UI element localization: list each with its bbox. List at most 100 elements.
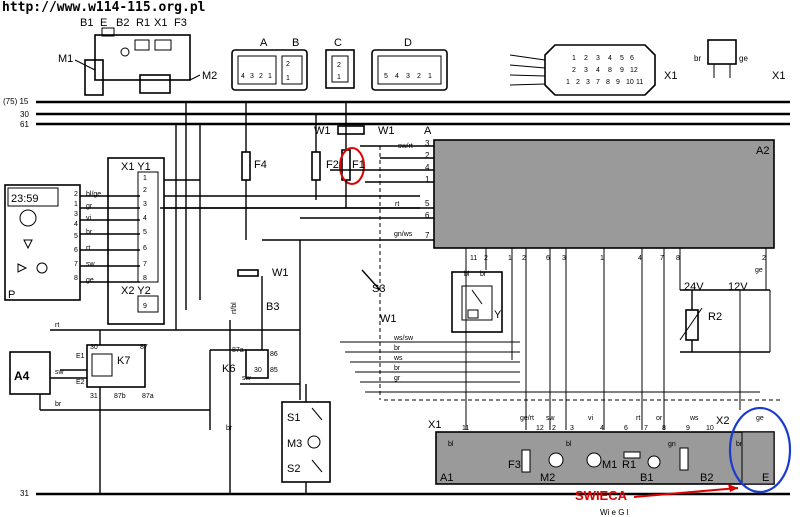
- svg-text:br: br: [55, 401, 62, 408]
- svg-text:sw: sw: [242, 375, 252, 382]
- svg-text:2: 2: [584, 55, 588, 62]
- label-w1-top: W1: [314, 125, 331, 137]
- svg-text:7: 7: [425, 231, 430, 240]
- svg-text:5: 5: [143, 229, 147, 236]
- svg-text:1: 1: [337, 74, 341, 81]
- svg-text:6: 6: [546, 255, 550, 262]
- svg-text:gr: gr: [394, 375, 401, 382]
- svg-text:6: 6: [425, 211, 430, 220]
- switch-s3: S3: [361, 269, 385, 295]
- svg-text:4: 4: [425, 163, 430, 172]
- svg-text:A2: A2: [756, 145, 769, 157]
- svg-text:br: br: [736, 441, 743, 448]
- svg-text:7: 7: [660, 255, 664, 262]
- label-w1-top2: W1: [378, 125, 395, 137]
- svg-text:gr: gr: [86, 203, 93, 210]
- highlight-circle-blue: [728, 406, 792, 494]
- clock-display: 23:59: [11, 193, 39, 205]
- svg-text:sw: sw: [86, 261, 96, 268]
- svg-text:3: 3: [143, 201, 147, 208]
- svg-text:4: 4: [395, 73, 399, 80]
- connector-x1-small: br ge X1: [694, 39, 785, 82]
- svg-text:10: 10: [626, 79, 634, 86]
- bus-label-31: 31: [20, 489, 29, 498]
- svg-text:1: 1: [143, 175, 147, 182]
- svg-text:4: 4: [143, 215, 147, 222]
- svg-text:6: 6: [74, 247, 78, 254]
- svg-text:E1: E1: [76, 353, 85, 360]
- svg-text:1: 1: [425, 175, 430, 184]
- relay-k7: K7 E1 E2 30 87 31 87b 87a: [76, 344, 154, 400]
- svg-text:7: 7: [74, 261, 78, 268]
- svg-text:8: 8: [143, 275, 147, 282]
- bus-label-61: 61: [20, 120, 29, 129]
- svg-text:2: 2: [572, 67, 576, 74]
- label-m2: M2: [202, 70, 217, 82]
- svg-text:2: 2: [425, 151, 430, 160]
- svg-text:R2: R2: [708, 311, 722, 323]
- svg-text:86: 86: [270, 351, 278, 358]
- svg-text:3: 3: [570, 425, 574, 432]
- svg-text:1: 1: [508, 255, 512, 262]
- svg-text:S2: S2: [287, 463, 300, 475]
- svg-text:2: 2: [522, 255, 526, 262]
- svg-text:3: 3: [586, 79, 590, 86]
- svg-text:gn: gn: [668, 441, 676, 448]
- module-a2: A2 3 2 4 1 5 6 7 sw/rt rt gn/ws 11 2 1 2…: [394, 139, 775, 278]
- svg-text:or: or: [656, 415, 663, 422]
- component-b3-k6: W1 B3 rt/bl K6 87a 86 30 85: [222, 267, 289, 379]
- svg-text:12: 12: [630, 67, 638, 74]
- footer-text: Wi e G l: [600, 508, 629, 517]
- svg-text:4: 4: [596, 67, 600, 74]
- svg-text:K6: K6: [222, 363, 235, 375]
- svg-text:P: P: [8, 289, 15, 301]
- svg-text:3: 3: [562, 255, 566, 262]
- svg-text:4: 4: [638, 255, 642, 262]
- svg-text:5: 5: [74, 233, 78, 240]
- svg-text:5: 5: [425, 199, 430, 208]
- svg-text:3: 3: [250, 73, 254, 80]
- svg-text:2: 2: [143, 187, 147, 194]
- label-b: B: [292, 37, 299, 49]
- svg-text:1: 1: [600, 255, 604, 262]
- svg-text:8: 8: [662, 425, 666, 432]
- svg-text:8: 8: [606, 79, 610, 86]
- connector-d: D 5 4 3 2 1: [371, 37, 448, 91]
- svg-text:B1: B1: [640, 472, 653, 484]
- svg-text:1: 1: [286, 75, 290, 82]
- svg-text:bl: bl: [448, 441, 454, 448]
- svg-text:7: 7: [644, 425, 648, 432]
- label-w1-mid: W1: [380, 313, 397, 325]
- svg-text:87a: 87a: [142, 393, 154, 400]
- annotation-swieca: SWIECA: [575, 488, 628, 503]
- connector-c: C 2 1: [325, 37, 355, 89]
- svg-text:sw: sw: [55, 369, 65, 376]
- svg-text:br: br: [86, 229, 93, 236]
- svg-text:5: 5: [620, 55, 624, 62]
- svg-text:2: 2: [74, 191, 78, 198]
- label-r1: R1: [136, 17, 150, 29]
- svg-text:1: 1: [74, 201, 78, 208]
- label-m1: M1: [58, 53, 73, 65]
- svg-text:87b: 87b: [114, 393, 126, 400]
- instrument-cluster-p: 23:59 P 2 1 3 4 5 6 7 8 bl/ge gr vi br r…: [4, 184, 101, 301]
- svg-text:X2 Y2: X2 Y2: [121, 285, 151, 297]
- svg-text:30: 30: [90, 344, 98, 351]
- svg-text:M1: M1: [602, 459, 617, 471]
- svg-text:2: 2: [762, 255, 766, 262]
- svg-text:rt: rt: [86, 245, 90, 252]
- label-d: D: [404, 37, 412, 49]
- svg-text:3: 3: [74, 211, 78, 218]
- svg-text:2: 2: [259, 73, 263, 80]
- svg-text:87: 87: [140, 344, 148, 351]
- svg-text:rt/bl: rt/bl: [231, 302, 238, 314]
- connector-a-b: A B 4 3 2 1 2 1: [231, 37, 308, 91]
- svg-text:F4: F4: [254, 159, 267, 171]
- svg-text:12V: 12V: [728, 281, 748, 293]
- svg-text:6: 6: [143, 245, 147, 252]
- svg-text:sw: sw: [546, 415, 556, 422]
- svg-text:B2: B2: [700, 472, 713, 484]
- svg-text:4: 4: [241, 73, 245, 80]
- svg-text:5: 5: [384, 73, 388, 80]
